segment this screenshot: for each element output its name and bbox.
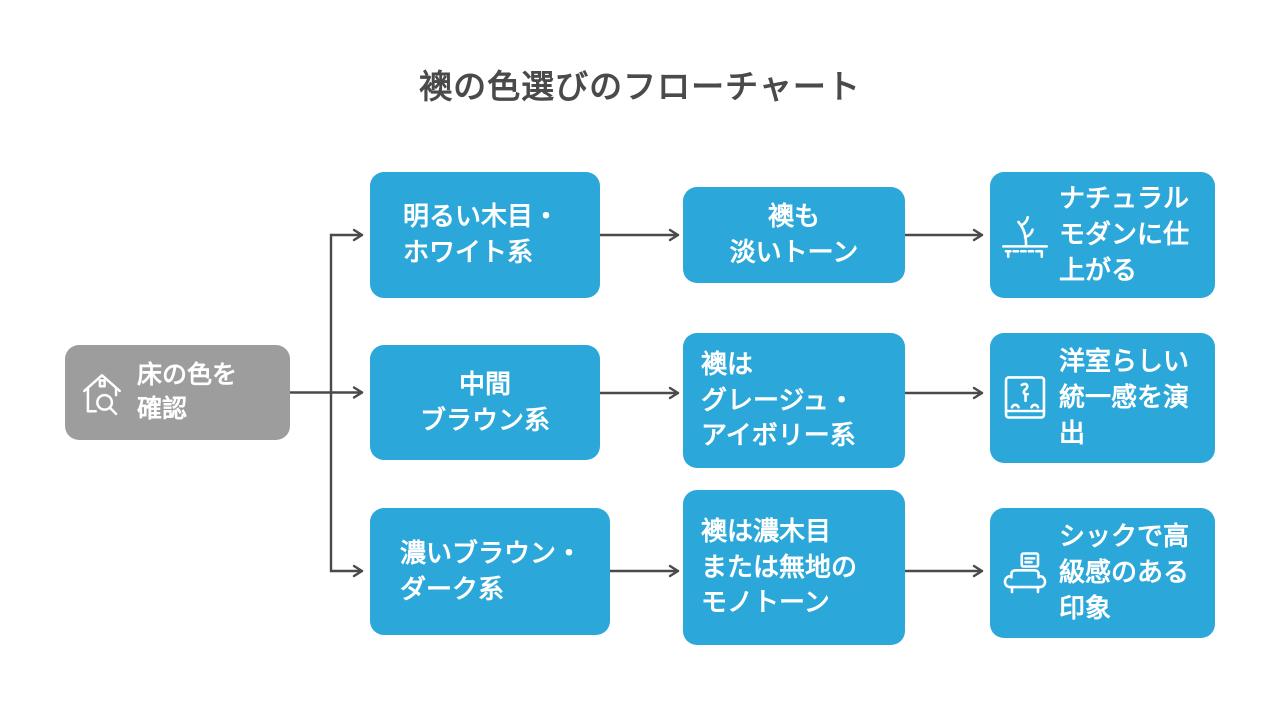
option-node-3: 濃いブラウン・ ダーク系 [370, 508, 610, 635]
node-label: 中間 ブラウン系 [419, 368, 550, 435]
start-node: 床の色を 確認 [65, 345, 290, 440]
framed-art-icon [1004, 376, 1046, 419]
result-node-3: シックで高 級感のある 印象 [990, 508, 1215, 638]
option-node-1: 明るい木目・ ホワイト系 [370, 172, 600, 298]
fusuma-node-1: 襖も 淡いトーン [683, 187, 905, 283]
node-label: 洋室らしい 統一感を演 出 [1059, 346, 1190, 448]
fusuma-node-2: 襖は グレージュ・ アイボリー系 [683, 333, 905, 468]
node-label: シックで高 級感のある 印象 [1059, 521, 1190, 623]
node-label: 濃いブラウン・ ダーク系 [400, 537, 583, 604]
node-label: 襖は グレージュ・ アイボリー系 [701, 348, 856, 451]
node-label: 床の色を 確認 [137, 360, 238, 423]
result-node-2: 洋室らしい 統一感を演 出 [990, 333, 1215, 463]
option-node-2: 中間 ブラウン系 [370, 345, 600, 460]
node-label: 襖は濃木目 または無地の モノトーン [701, 515, 858, 618]
page-title: 襖の色選びのフローチャート [419, 68, 861, 105]
plant-decor-icon [1002, 215, 1048, 258]
sofa-icon [1003, 552, 1047, 594]
node-label: ナチュラル モダンに仕 上がる [1059, 183, 1190, 285]
node-label: 明るい木目・ ホワイト系 [403, 201, 560, 267]
house-search-icon [83, 373, 121, 415]
fusuma-node-3: 襖は濃木目 または無地の モノトーン [683, 490, 905, 645]
result-node-1: ナチュラル モダンに仕 上がる [990, 172, 1215, 298]
node-label: 襖も 淡いトーン [729, 201, 859, 267]
